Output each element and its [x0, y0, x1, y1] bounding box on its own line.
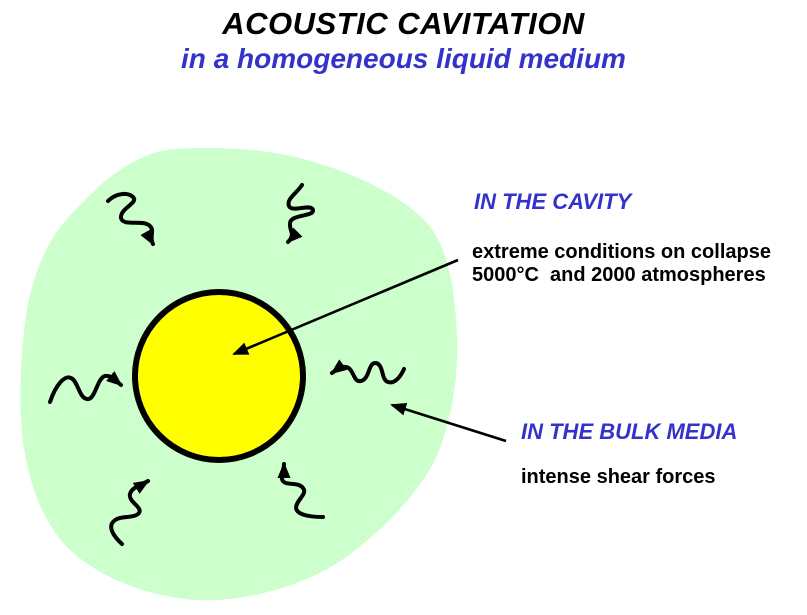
wave-arrow-right: [330, 359, 406, 385]
bulk-media-callout-description: intense shear forces: [521, 466, 716, 488]
wave-arrow-bottom-left: [109, 479, 150, 546]
wave-arrow-top-right: [286, 183, 315, 244]
wave-arrow-top-left: [106, 191, 155, 246]
slide-title: ACOUSTIC CAVITATION: [222, 6, 585, 41]
slide-header: ACOUSTIC CAVITATION in a homogeneous liq…: [0, 5, 807, 74]
cavity-callout-description: extreme conditions on collapse 5000°C an…: [472, 241, 771, 286]
cavity-callout-heading: IN THE CAVITY: [474, 189, 632, 214]
wave-arrow-bottom-right: [277, 462, 325, 519]
slide-subtitle: in a homogeneous liquid medium: [181, 43, 626, 74]
bulk-pointer-arrow: [390, 403, 507, 443]
cavity-bubble: [132, 289, 306, 463]
bulk-media-callout-heading: IN THE BULK MEDIA: [521, 419, 738, 444]
cavity-pointer-arrow: [232, 258, 459, 356]
wave-arrow-left: [48, 371, 123, 404]
